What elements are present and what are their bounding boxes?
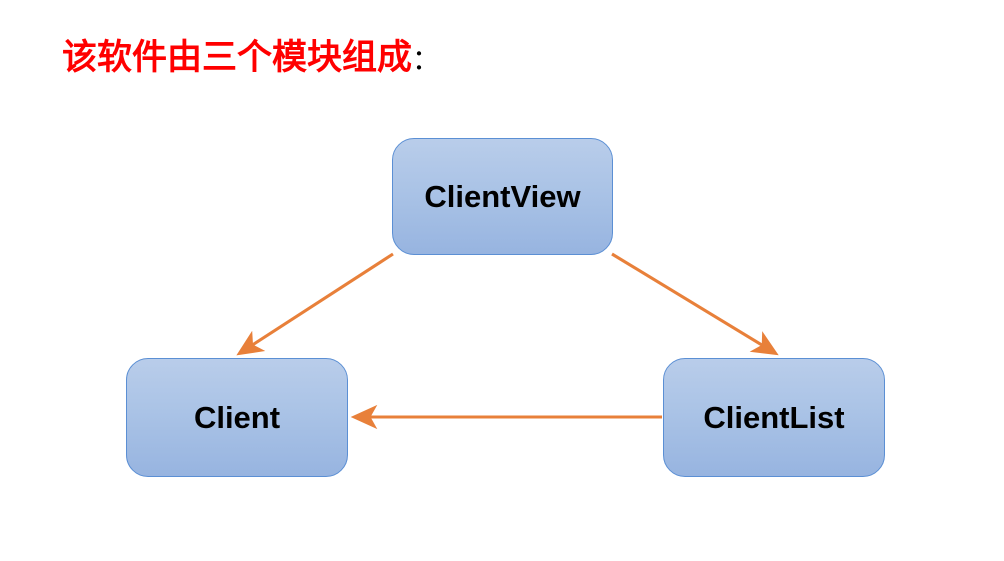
node-clientview-label: ClientView [424,178,581,214]
page-title: 该软件由三个模块组成： [62,36,440,82]
node-clientlist[interactable]: ClientList [663,358,885,477]
node-clientview[interactable]: ClientView [392,138,613,255]
node-client-label: Client [193,399,281,435]
page-title-text: 该软件由三个模块组成 [62,38,413,77]
arrow-clientview-to-client [236,252,394,356]
page-title-colon: ： [412,44,441,75]
node-client[interactable]: Client [126,358,348,477]
node-clientlist-label: ClientList [703,399,845,435]
arrow-clientview-to-clientlist [611,252,779,356]
